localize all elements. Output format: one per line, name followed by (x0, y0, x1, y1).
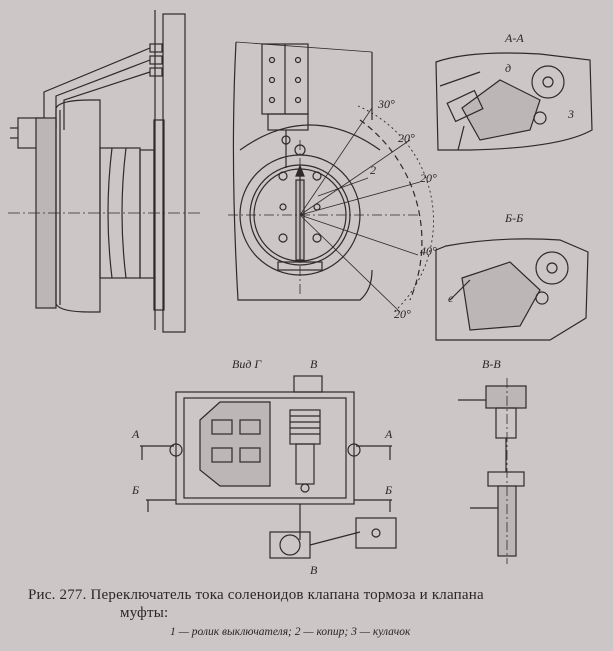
v-top-label: В (310, 357, 318, 371)
section-vv (458, 378, 527, 564)
b-left-label: Б (131, 483, 139, 497)
section-bb-label: Б-Б (504, 211, 523, 225)
v-bottom-label: В (310, 563, 318, 577)
view-g (140, 375, 397, 559)
b-right-label: Б (384, 483, 392, 497)
a-right-label: А (384, 427, 393, 441)
callout-3: 3 (567, 107, 574, 121)
callout-e: е (448, 291, 454, 305)
angle-label-4: 40° (420, 244, 437, 258)
figure-legend: 1 — ролик выключателя; 2 — копир; 3 — ку… (170, 626, 411, 638)
section-aa-label: А-А (504, 31, 524, 45)
angle-label-2: 20° (398, 131, 415, 145)
section-aa (435, 52, 593, 151)
side-view (8, 10, 200, 333)
callout-d: д (505, 61, 511, 75)
main-view (228, 41, 434, 313)
caption-line-1: Рис. 277. Переключатель тока соленоидов … (28, 587, 484, 603)
callout-2: 2 (370, 163, 376, 177)
technical-drawing: 30° 20° 20° 40° 20° 2 А-А д 3 Б-Б е Вид … (8, 10, 593, 577)
caption-line-2: муфты: (120, 605, 169, 621)
figure-caption: Рис. 277. Переключатель тока соленоидов … (28, 586, 598, 622)
view-g-label: Вид Г (232, 357, 262, 371)
vv-section-label: В-В (482, 357, 501, 371)
angle-label-1: 30° (377, 97, 395, 111)
angle-label-5: 20° (394, 307, 411, 321)
section-bb (435, 238, 589, 341)
angle-label-3: 20° (420, 171, 437, 185)
a-left-label: А (131, 427, 140, 441)
